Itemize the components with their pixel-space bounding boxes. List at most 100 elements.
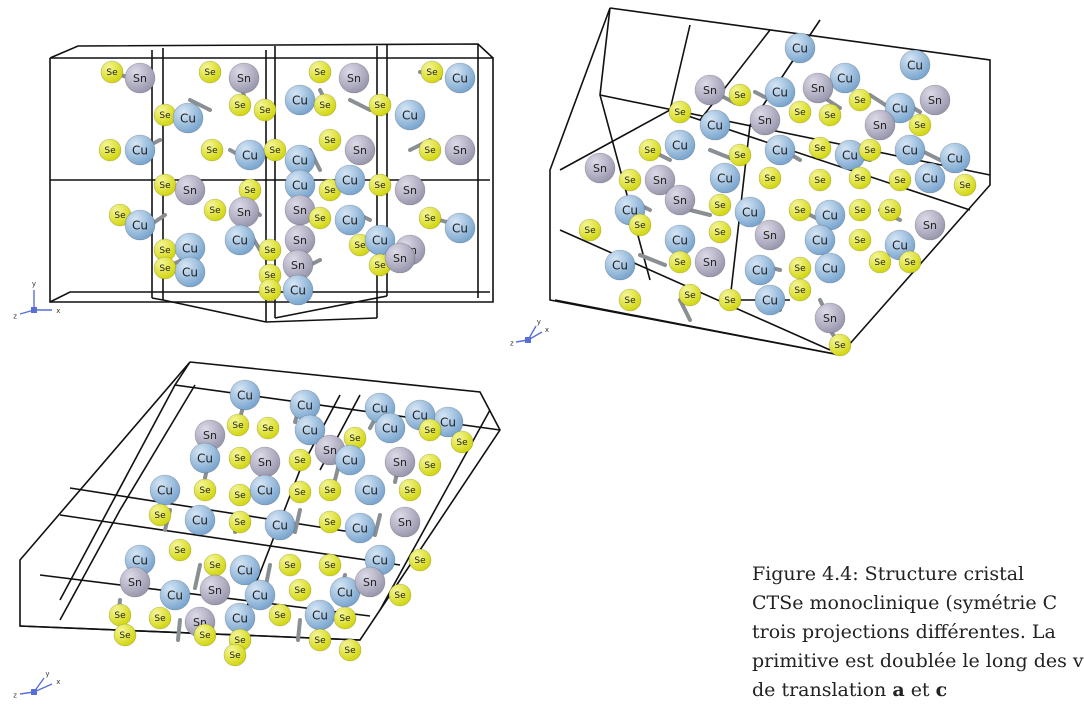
se-atom-label: Se <box>674 258 686 268</box>
cu-atom <box>124 209 156 241</box>
cu-atom-label: Cu <box>947 151 963 165</box>
cu-atom-label: Cu <box>372 401 388 415</box>
sn-atom <box>814 302 846 334</box>
se-atom <box>203 198 227 222</box>
cu-atom-label: Cu <box>402 108 418 122</box>
se-atom <box>418 418 442 442</box>
se-atom-label: Se <box>424 426 436 436</box>
se-atom <box>878 198 902 222</box>
se-atom-label: Se <box>269 146 281 156</box>
se-atom <box>318 128 342 152</box>
se-atom <box>408 548 432 572</box>
se-atom-label: Se <box>159 111 171 121</box>
cu-atom-label: Cu <box>242 148 258 162</box>
cu-atom-label: Cu <box>272 518 288 532</box>
cu-atom <box>282 274 314 306</box>
sn-atom-label: Sn <box>363 576 377 589</box>
cu-atom-label: Cu <box>752 263 768 277</box>
sn-atom-label: Sn <box>398 516 412 529</box>
unit-cell-edge <box>151 297 164 301</box>
se-atom-label: Se <box>354 241 366 251</box>
se-atom <box>198 60 222 84</box>
cu-atom-label: Cu <box>257 483 273 497</box>
sn-atom-label: Sn <box>703 256 717 269</box>
se-atom <box>828 333 852 357</box>
z-axis-label: z <box>13 312 17 320</box>
atomic-bond <box>678 298 692 322</box>
se-atom-label: Se <box>404 486 416 496</box>
cu-atom <box>709 162 741 194</box>
cu-atom-label: Cu <box>822 208 838 222</box>
se-atom-label: Se <box>106 68 118 78</box>
se-atom-label: Se <box>874 258 886 268</box>
se-atom <box>728 143 752 167</box>
sn-atom-label: Sn <box>873 119 887 132</box>
caption-line-5-text: de translation <box>752 679 887 701</box>
se-atom-label: Se <box>319 101 331 111</box>
sn-atom-label: Sn <box>237 206 251 219</box>
unit-cell-edge <box>49 57 494 303</box>
se-atom <box>333 606 357 630</box>
caption-line-4: primitive est doublée le long des v <box>752 650 1084 672</box>
cu-atom <box>234 139 266 171</box>
se-atom <box>450 430 474 454</box>
cu-atom-label: Cu <box>197 451 213 465</box>
se-atom <box>278 553 302 577</box>
se-atom-label: Se <box>374 101 386 111</box>
cu-atom-label: Cu <box>822 261 838 275</box>
se-atom <box>313 93 337 117</box>
sn-atom <box>174 174 206 206</box>
cu-atom-label: Cu <box>302 423 318 437</box>
se-atom-label: Se <box>294 586 306 596</box>
cu-atom <box>699 109 731 141</box>
se-atom <box>848 198 872 222</box>
cu-atom <box>829 62 861 94</box>
se-atom <box>168 538 192 562</box>
se-atom-label: Se <box>424 146 436 156</box>
cu-atom-label: Cu <box>452 221 468 235</box>
cu-atom-label: Cu <box>292 153 308 167</box>
se-atom <box>708 193 732 217</box>
se-atom <box>228 93 252 117</box>
cu-atom <box>229 554 261 586</box>
se-atom-label: Se <box>684 291 696 301</box>
se-atom-label: Se <box>264 271 276 281</box>
cu-atom <box>244 579 276 611</box>
cu-atom-label: Cu <box>292 178 308 192</box>
se-atom-label: Se <box>324 518 336 528</box>
se-atom <box>788 100 812 124</box>
cu-atom-label: Cu <box>352 521 368 535</box>
sn-atom-label: Sn <box>323 444 337 457</box>
sn-atom-label: Sn <box>237 72 251 85</box>
se-atom-label: Se <box>634 221 646 231</box>
cu-atom <box>804 224 836 256</box>
se-atom <box>888 168 912 192</box>
sn-atom-label: Sn <box>653 174 667 187</box>
sn-atom <box>864 109 896 141</box>
se-atom-label: Se <box>854 96 866 106</box>
se-atom <box>288 578 312 602</box>
x-axis-label: x <box>545 326 549 334</box>
se-atom <box>728 83 752 107</box>
se-atom <box>263 138 287 162</box>
cu-atom <box>354 474 386 506</box>
sn-atom <box>389 506 421 538</box>
sn-atom <box>754 219 786 251</box>
se-atom <box>308 60 332 84</box>
se-atom-label: Se <box>199 631 211 641</box>
se-atom-label: Se <box>714 201 726 211</box>
unit-cell-edge <box>265 317 378 323</box>
se-atom-label: Se <box>264 286 276 296</box>
se-atom-label: Se <box>914 121 926 131</box>
se-atom <box>256 416 280 440</box>
se-atom-label: Se <box>159 181 171 191</box>
sn-atom-label: Sn <box>923 219 937 232</box>
sn-atom-label: Sn <box>208 584 222 597</box>
se-atom-label: Se <box>159 264 171 274</box>
se-atom-label: Se <box>714 228 726 238</box>
se-atom <box>678 283 702 307</box>
se-atom <box>308 628 332 652</box>
se-atom-label: Se <box>234 454 246 464</box>
